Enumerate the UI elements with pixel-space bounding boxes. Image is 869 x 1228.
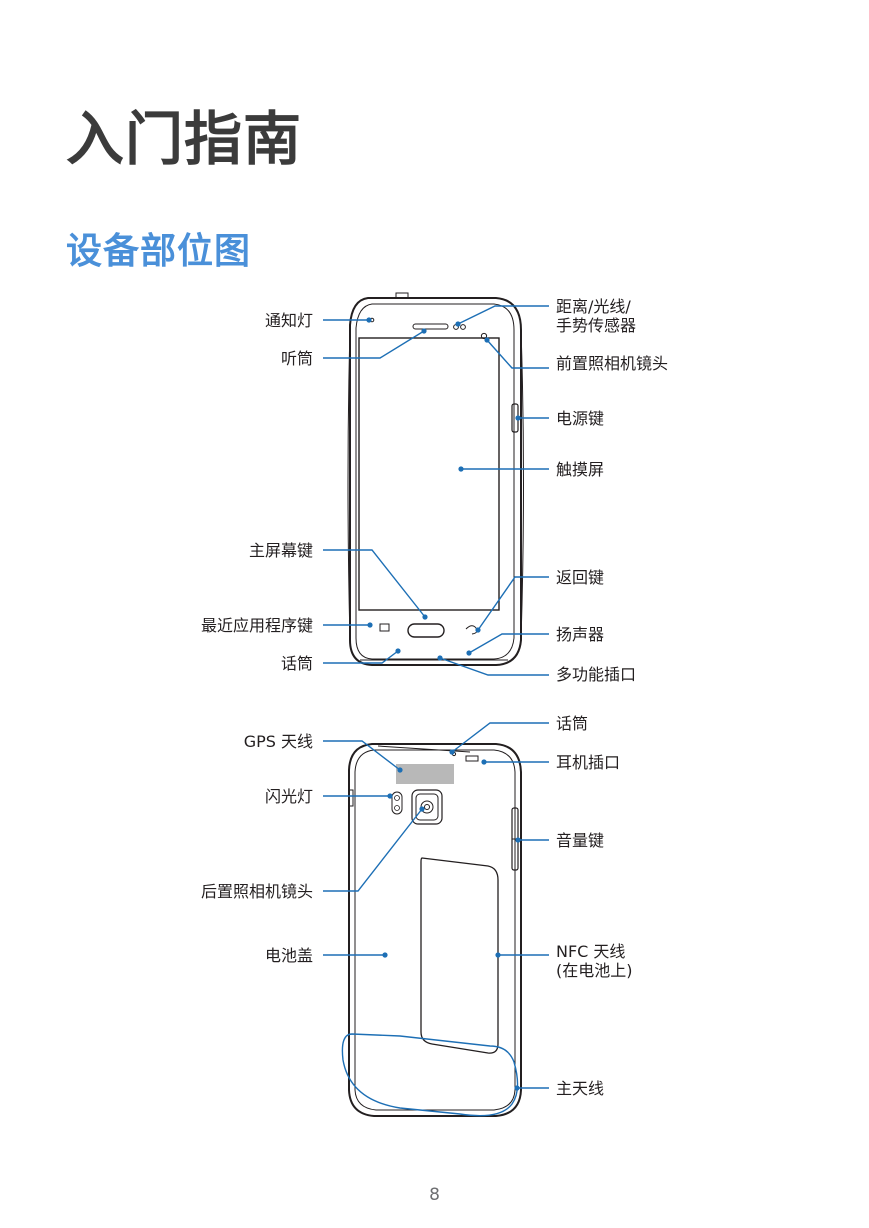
label-home-key: 主屏幕键 (248, 541, 313, 560)
label-back-cover: 电池盖 (264, 946, 313, 965)
page-number: 8 (429, 1185, 440, 1205)
callout-lines (323, 305, 549, 1089)
label-power-key: 电源键 (556, 409, 605, 428)
label-flash: 闪光灯 (264, 787, 313, 806)
chapter-title: 入门指南 (66, 105, 303, 173)
label-touch-screen: 触摸屏 (556, 460, 605, 479)
label-proximity-sensor-line1: 距离/光线/ (556, 297, 631, 316)
label-earpiece: 听筒 (280, 349, 313, 368)
callout-dots (366, 317, 521, 1091)
label-microphone-bottom: 话筒 (280, 654, 313, 673)
label-back-key: 返回键 (556, 568, 605, 587)
label-rear-camera: 后置照相机镜头 (200, 882, 313, 901)
label-proximity-sensor-line2: 手势传感器 (556, 316, 637, 335)
label-multipurpose-jack: 多功能插口 (556, 665, 637, 684)
label-recent-apps-key: 最近应用程序键 (200, 616, 313, 635)
label-headset-jack: 耳机插口 (556, 753, 621, 772)
label-main-antenna: 主天线 (556, 1079, 605, 1098)
label-microphone-top: 话筒 (556, 714, 589, 733)
label-proximity-sensor: 距离/光线/ 手势传感器 (556, 297, 636, 335)
label-notification-light: 通知灯 (264, 311, 313, 330)
label-volume-key: 音量键 (556, 831, 605, 850)
label-nfc-antenna-line1: NFC 天线 (556, 942, 626, 961)
label-front-camera: 前置照相机镜头 (556, 354, 669, 373)
label-gps-antenna: GPS 天线 (243, 732, 313, 751)
section-title: 设备部位图 (66, 231, 252, 272)
label-speaker: 扬声器 (556, 625, 605, 644)
label-nfc-antenna-line2: (在电池上) (556, 961, 633, 980)
main-antenna-outline (341, 1033, 519, 1117)
phone-front-illustration (347, 292, 524, 666)
label-nfc-antenna: NFC 天线 (在电池上) (556, 942, 633, 980)
phone-back-illustration (348, 743, 522, 1117)
